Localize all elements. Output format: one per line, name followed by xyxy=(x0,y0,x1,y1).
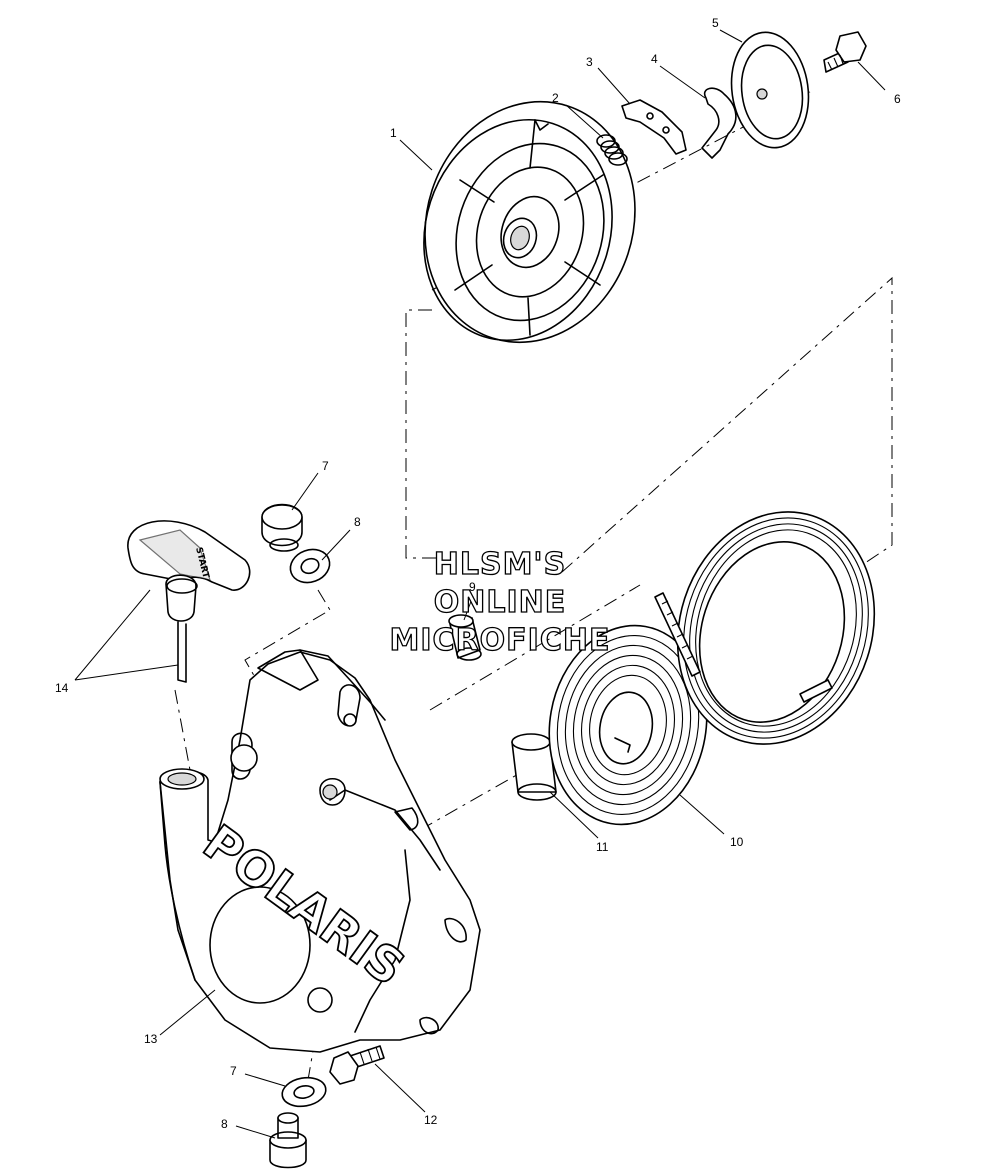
part-8-washer-top xyxy=(289,548,331,584)
callout-10: 10 xyxy=(730,835,744,849)
part-10-recoil-spring xyxy=(548,624,708,826)
callout-1: 1 xyxy=(390,126,397,140)
callout-9: 9 xyxy=(469,580,476,594)
watermark-line-1: HLSM'S xyxy=(434,547,566,582)
callout-7-bottom: 8 xyxy=(221,1117,228,1131)
callout-3: 3 xyxy=(586,55,593,69)
part-3-pawl xyxy=(621,99,687,155)
part-2-spring xyxy=(596,134,628,166)
watermark-line-2: ONLINE xyxy=(434,585,567,620)
callout-numbers: 1 2 3 4 5 6 7 8 9 10 11 12 13 14 7 8 xyxy=(55,16,901,1131)
part-6-bolt xyxy=(823,31,867,73)
callout-5: 5 xyxy=(712,16,719,30)
callout-11: 11 xyxy=(596,840,609,854)
callout-8-top: 8 xyxy=(354,515,361,529)
callout-7-top: 7 xyxy=(322,459,329,473)
callout-4: 4 xyxy=(651,52,658,66)
part-9-bushing xyxy=(448,614,482,661)
callout-14: 14 xyxy=(55,681,69,695)
part-8-washer-bottom xyxy=(281,1076,327,1108)
leader-lines xyxy=(74,29,886,1139)
watermark: HLSM'S ONLINE MICROFICHE xyxy=(389,546,611,658)
part-12-bolt xyxy=(329,1045,385,1085)
part-7-plug-top xyxy=(261,503,303,552)
part-11-bushing xyxy=(511,733,557,801)
callout-12: 12 xyxy=(424,1113,438,1127)
callout-13: 13 xyxy=(144,1032,158,1046)
part-14-handle: START xyxy=(127,520,251,683)
part-1-pulley xyxy=(423,100,636,344)
part-13-housing: POLARIS xyxy=(159,649,481,1053)
part-7-plug-bottom xyxy=(269,1112,307,1169)
part-4-clip xyxy=(701,87,737,159)
callout-6: 6 xyxy=(894,92,901,106)
part-5-plate xyxy=(730,31,810,149)
rope-coil xyxy=(654,511,876,745)
callout-2: 2 xyxy=(552,91,559,105)
watermark-line-3: MICROFICHE xyxy=(390,623,611,658)
callout-8-bottom: 7 xyxy=(230,1064,237,1078)
